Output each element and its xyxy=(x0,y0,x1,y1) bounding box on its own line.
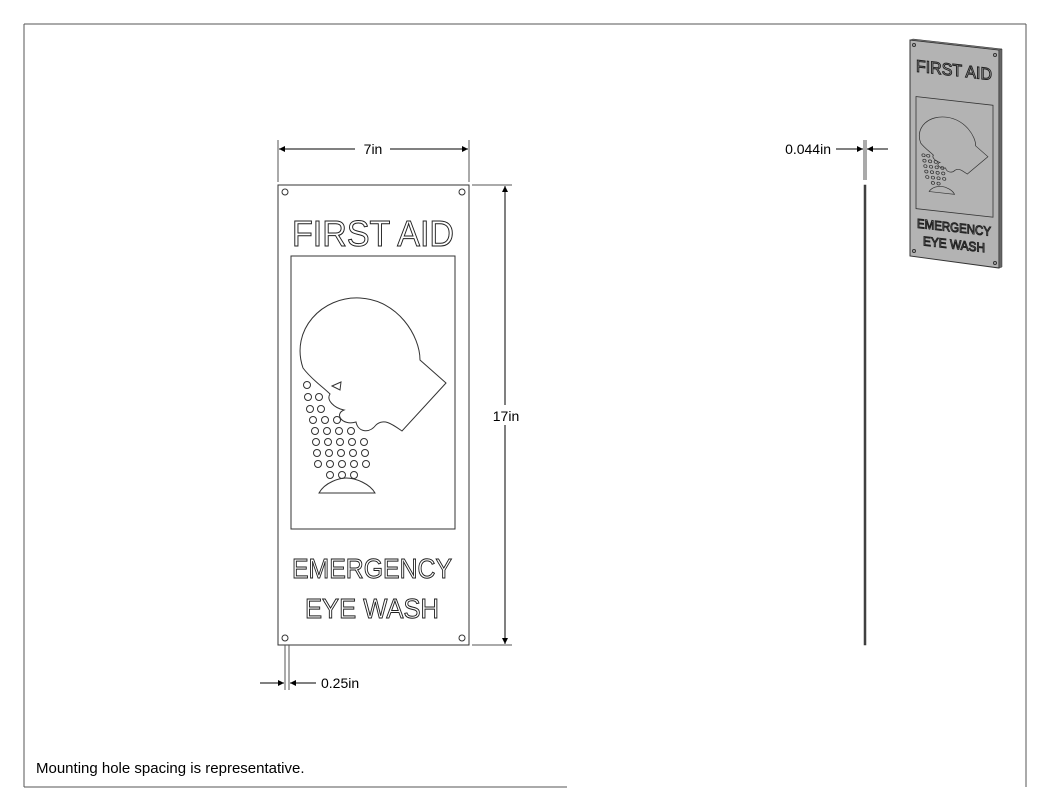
height-dimension: 17in xyxy=(472,184,523,646)
side-view xyxy=(863,184,867,646)
drawing-note: Mounting hole spacing is representative. xyxy=(36,760,305,777)
hole-offset-label: 0.25in xyxy=(321,675,359,691)
icon-panel xyxy=(290,255,456,530)
basin xyxy=(318,477,376,494)
thickness-label: 0.044in xyxy=(785,141,831,157)
hole-offset-dimension: 0.25in xyxy=(260,645,359,691)
iso-sign-side xyxy=(998,48,1003,269)
mounting-hole xyxy=(281,188,289,196)
height-label: 17in xyxy=(493,408,519,424)
sign-line-2: EYE WASH xyxy=(305,593,439,624)
eye-wash-face-icon xyxy=(299,297,447,494)
thickness-dimension: 0.044in xyxy=(785,140,888,180)
mounting-hole xyxy=(281,634,289,642)
sign-line-1: EMERGENCY xyxy=(292,553,452,584)
isometric-view: FIRST AID EMERGENCY EYE WASH xyxy=(909,38,1003,269)
mounting-hole xyxy=(458,188,466,196)
side-profile xyxy=(863,184,867,646)
sign-title: FIRST AID xyxy=(292,213,454,254)
mounting-hole xyxy=(458,634,466,642)
sign-outline xyxy=(277,184,470,646)
width-dimension: 7in xyxy=(277,140,470,182)
sheet-border xyxy=(23,23,1027,788)
water-spray xyxy=(303,381,370,479)
front-view: FIRST AID EMERGENCY EYE WASH xyxy=(277,184,470,646)
width-label: 7in xyxy=(364,141,383,157)
